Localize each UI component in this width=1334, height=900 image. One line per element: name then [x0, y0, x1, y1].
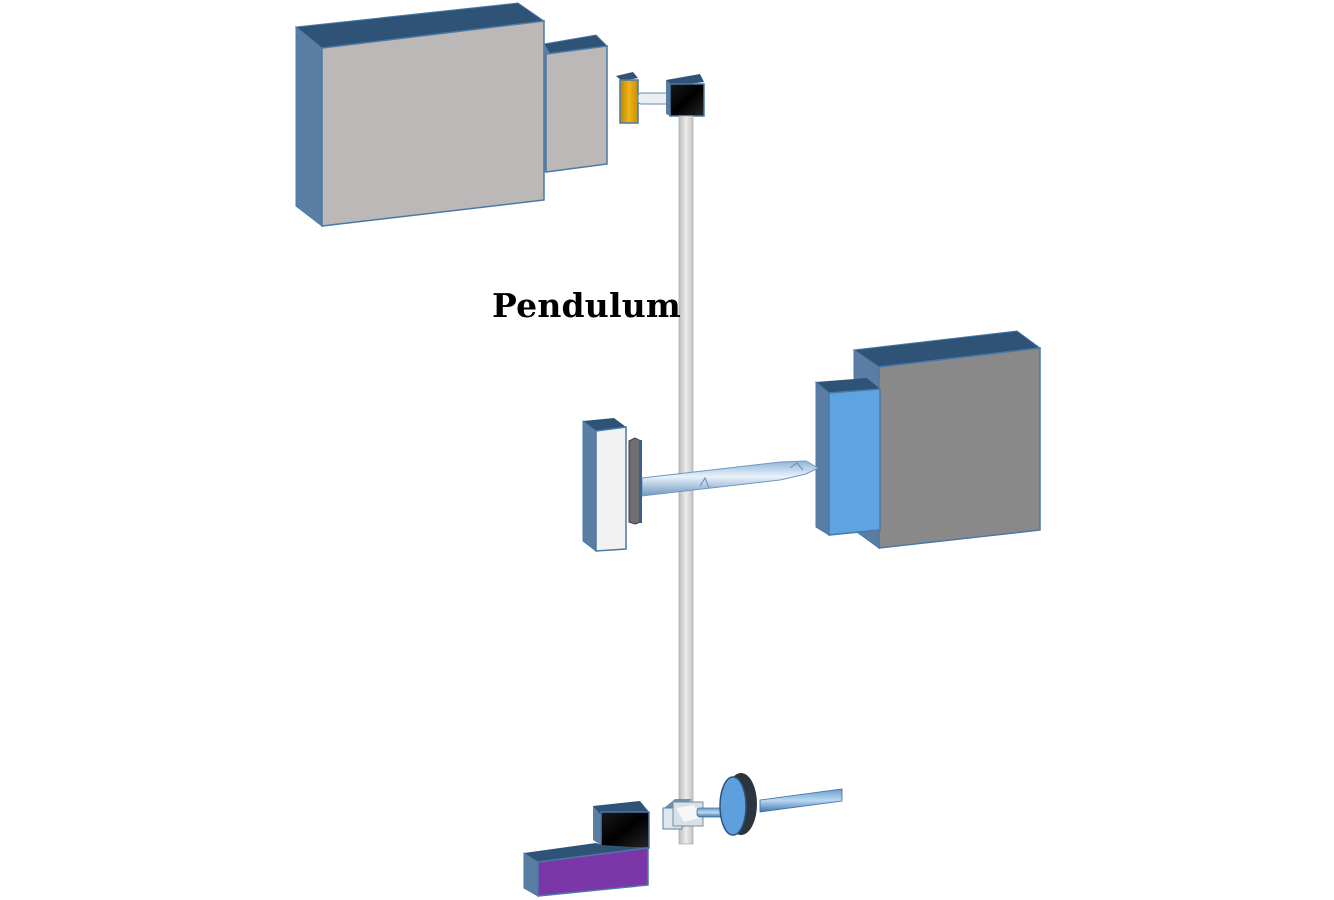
top-coupling — [616, 72, 705, 124]
middle-right-block — [852, 330, 1042, 549]
middle-shaft — [641, 460, 820, 497]
pendulum-label: Pendulum — [492, 286, 682, 325]
bottom-left-block — [523, 801, 650, 897]
middle-left-plate — [582, 418, 642, 553]
bottom-shaft-disk — [662, 773, 843, 836]
top-left-block — [294, 2, 546, 228]
middle-blue-attachment — [815, 378, 881, 536]
top-attachment-block — [543, 34, 609, 173]
